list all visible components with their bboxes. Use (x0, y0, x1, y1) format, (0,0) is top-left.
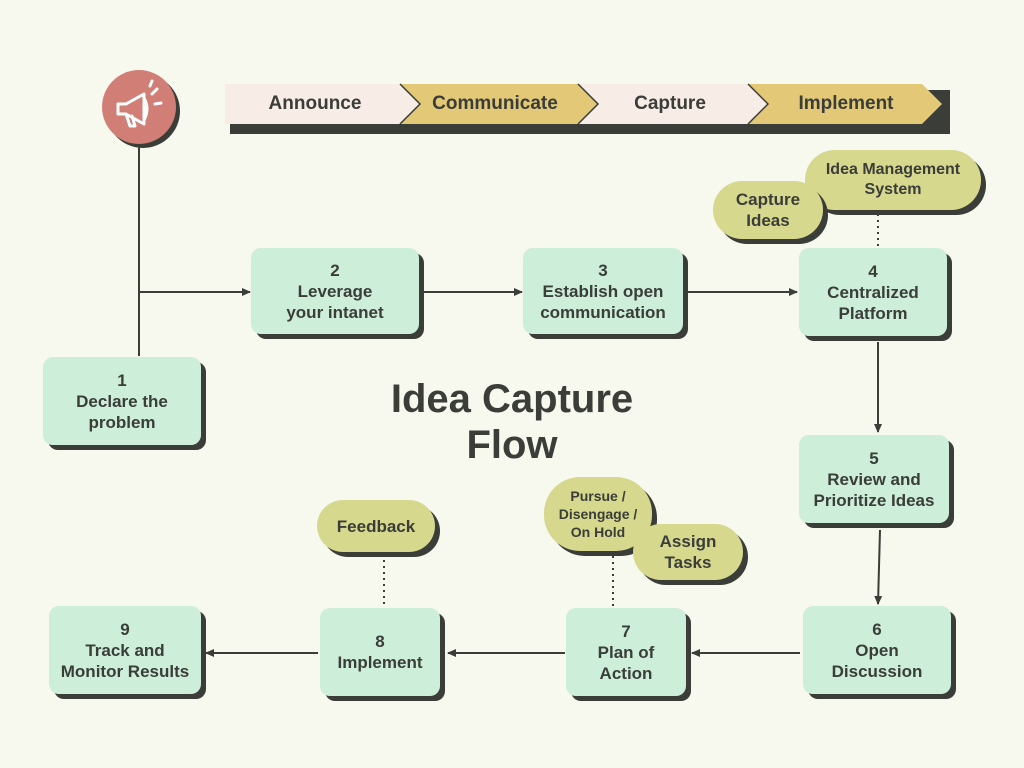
note-capture-ideas-line-1: Capture (735, 190, 801, 209)
note-pursue-disengage: Pursue / Disengage / On Hold (544, 477, 652, 551)
note-pursue-line-3: On Hold (570, 524, 626, 540)
title-line-1: Idea Capture (390, 377, 634, 421)
note-idea-management-system: Idea Management System (805, 150, 981, 210)
step-8-box: 8 Implement (320, 608, 440, 696)
step-2-box: 2 Leverage your intanet (251, 248, 419, 334)
phase-label-implement: Implement (798, 93, 894, 114)
step-1-box: 1 Declare the problem (43, 357, 201, 445)
step-5-number: 5 (869, 448, 879, 468)
step-5-label-line-2: Prioritize Ideas (813, 490, 935, 510)
step-1-label-line-2: problem (88, 412, 156, 432)
note-assign-line-1: Assign (659, 532, 717, 551)
arrow-step5-to-step6 (874, 529, 883, 605)
note-pursue-line-1: Pursue / (570, 488, 626, 504)
phase-banner (225, 83, 950, 134)
step-2-label-line-2: your intanet (286, 302, 384, 322)
phase-divider-1 (399, 83, 422, 125)
step-9-number: 9 (120, 619, 130, 639)
step-9-label-line-1: Track and (85, 640, 165, 660)
step-6-label-line-2: Discussion (831, 661, 923, 681)
note-feedback: Feedback (317, 500, 435, 552)
phase-label-capture: Capture (634, 93, 706, 114)
megaphone-icon (116, 79, 163, 128)
phase-chevron-announce (225, 84, 420, 124)
step-2-label-line-1: Leverage (297, 281, 373, 301)
phase-label-communicate: Communicate (432, 93, 558, 114)
phase-chevron-implement (748, 84, 942, 124)
step-8-label-line-1: Implement (337, 653, 423, 672)
step-9-box: 9 Track and Monitor Results (49, 606, 201, 694)
title-line-2: Flow (466, 423, 558, 467)
step-3-label-line-2: communication (540, 302, 666, 322)
note-idea-mgmt-line-1: Idea Management (825, 161, 961, 178)
step-4-label-line-2: Platform (838, 303, 908, 323)
note-pursue-line-2: Disengage / (558, 506, 638, 522)
step-4-label-line-1: Centralized (827, 282, 919, 302)
step-6-label-line-1: Open (855, 640, 899, 660)
step-5-box: 5 Review and Prioritize Ideas (799, 435, 949, 523)
phase-chevron-communicate (400, 84, 598, 124)
step-7-label-line-2: Action (599, 663, 653, 683)
step-7-number: 7 (621, 621, 631, 641)
step-2-number: 2 (330, 260, 340, 280)
step-6-box: 6 Open Discussion (803, 606, 951, 694)
step-3-label-line-1: Establish open (542, 281, 664, 301)
step-7-label-line-1: Plan of (597, 642, 655, 662)
step-1-number: 1 (117, 370, 127, 390)
step-8-number: 8 (375, 632, 385, 651)
step-1-label-line-1: Declare the (76, 391, 168, 411)
note-capture-ideas: Capture Ideas (713, 181, 823, 239)
diagram-title: Idea Capture Flow (352, 376, 672, 468)
phase-divider-2 (577, 83, 600, 125)
phase-divider-3 (747, 83, 770, 125)
step-5-label-line-1: Review and (827, 469, 921, 489)
step-4-number: 4 (868, 261, 878, 281)
phase-label-announce: Announce (268, 93, 362, 114)
megaphone-circle (102, 70, 176, 144)
phase-chevron-capture (578, 84, 768, 124)
note-assign-line-2: Tasks (664, 553, 712, 572)
step-6-number: 6 (872, 619, 882, 639)
step-3-box: 3 Establish open communication (523, 248, 683, 334)
step-7-box: 7 Plan of Action (566, 608, 686, 696)
note-idea-mgmt-line-2: System (864, 181, 922, 198)
step-9-label-line-2: Monitor Results (60, 661, 190, 681)
step-4-box: 4 Centralized Platform (799, 248, 947, 336)
step-3-number: 3 (598, 260, 608, 280)
note-feedback-line-1: Feedback (336, 516, 416, 536)
note-assign-tasks: Assign Tasks (633, 524, 743, 580)
note-capture-ideas-line-2: Ideas (746, 211, 790, 230)
